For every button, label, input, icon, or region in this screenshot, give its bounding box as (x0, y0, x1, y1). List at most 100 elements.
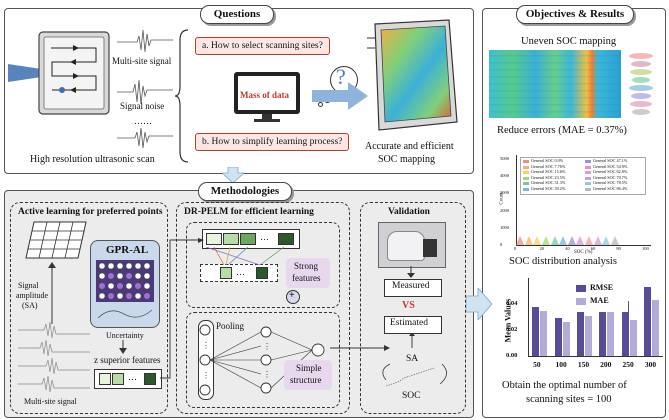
distribution-legend-box (520, 157, 646, 195)
dist-y-tick-1000: 1000 (500, 224, 509, 230)
strong-features-chip (286, 258, 330, 288)
signal-axis-label-1: Signal (18, 281, 39, 290)
dist-peak (559, 236, 568, 245)
signal-waveforms (117, 29, 173, 149)
dist-legend-label: General SOC 70.7% (593, 174, 628, 180)
x-tick-300: 300 (644, 360, 657, 369)
monitor-icon (234, 72, 304, 122)
bar-rmse-50 (532, 306, 540, 356)
y-tick-0.00: 0.00 (506, 352, 518, 359)
dist-legend-swatch (585, 176, 591, 180)
dist-peak (576, 236, 585, 245)
dist-legend-swatch (523, 182, 529, 185)
drpelm-cell-4 (278, 233, 294, 245)
drpelm-cell-1 (206, 233, 222, 245)
legend-mae-swatch (576, 298, 586, 305)
dist-y-tick-3000: 3000 (500, 190, 509, 196)
y-tick-0.04: 0.04 (506, 300, 518, 307)
sa-soc-cycle (382, 334, 447, 387)
dist-legend-swatch (585, 182, 591, 185)
dist-legend-swatch (585, 160, 591, 163)
distribution-plot (516, 155, 651, 246)
dist-legend-swatch (523, 160, 529, 163)
photo-to-measured-arrow (407, 266, 415, 278)
uneven-label: Uneven SOC mapping (521, 36, 617, 47)
result-caption-1: Accurate and efficient (365, 141, 454, 152)
question-mark: ? (336, 64, 346, 89)
dist-y-tick-0: 0 (500, 242, 503, 247)
dist-legend-label: General SOC 86.4% (593, 185, 628, 191)
dist-legend-swatch (585, 165, 591, 169)
dist-x-tick-0: 0 (514, 246, 517, 251)
mean-values-chart (528, 278, 666, 358)
dist-peak (585, 236, 594, 245)
question-brace (174, 29, 189, 163)
distribution-xlabel: SOC (%) (574, 250, 593, 255)
multi-site-signal-label: Multi-site signal (112, 56, 172, 66)
bar-mae-200 (607, 309, 615, 356)
estimated-label: Estimated (390, 318, 428, 328)
down-arrow (222, 167, 244, 183)
drpelm-box (176, 202, 350, 414)
bar-rmse-300 (643, 287, 651, 356)
measured-box (384, 279, 442, 297)
dist-y-tick-5000: 5000 (500, 156, 509, 161)
bubble-dot-2 (318, 102, 323, 107)
bar-mae-250 (629, 319, 637, 356)
signal-axis-label-2: amplitude (16, 291, 48, 300)
strong-features-box (186, 222, 340, 308)
measured-label: Measured (392, 281, 430, 291)
dist-legend-swatch (523, 176, 529, 180)
dist-x-tick-40: 40 (565, 246, 570, 251)
dist-legend-label: General SOC 62.8% (593, 169, 628, 174)
scan-caption: High resolution ultrasonic scan (30, 154, 155, 165)
dist-peak (524, 236, 533, 245)
drpelm-dots-2: … (236, 267, 245, 277)
dist-peak (602, 236, 611, 245)
bar-layer (529, 278, 663, 356)
questions-header: Questions (200, 5, 274, 24)
sa-label: SA (406, 354, 419, 364)
dist-y-tick-4000: 4000 (500, 173, 509, 179)
drpelm-cell-2 (223, 233, 239, 245)
dist-legend-swatch (523, 165, 529, 169)
x-tick-100: 100 (555, 360, 567, 369)
bar-mae-100 (562, 322, 570, 356)
dist-legend-label: General SOC 23.5% (531, 174, 566, 180)
svg-text:⋮: ⋮ (263, 342, 271, 351)
signal-axis-arrow (48, 262, 56, 324)
dist-legend-label: General SOC 78.5% (593, 180, 628, 185)
result-arrow (466, 288, 492, 320)
dist-legend-label: General SOC 0.0% (531, 158, 564, 163)
drpelm-dots-1: … (260, 232, 269, 242)
chart-ylabel: Mean Values (503, 298, 513, 343)
dist-legend-label: General SOC 47.1% (593, 158, 628, 163)
y-tick-0.02: 0.02 (506, 326, 518, 333)
simple-structure-chip (284, 360, 332, 390)
active-learning-title: Active learning for preferred points (18, 207, 163, 217)
validation-title: Validation (388, 207, 430, 217)
heatmap-violins (621, 50, 661, 118)
simple-label-2: structure (290, 375, 322, 385)
dist-x-tick-20: 20 (539, 246, 545, 251)
x-tick-250: 250 (622, 360, 634, 369)
dist-legend-swatch (523, 187, 529, 191)
connector-al-to-drpelm (160, 238, 204, 379)
feature-cell-2 (112, 373, 124, 385)
gpr-site-matrix (96, 260, 154, 302)
x-tick-50: 50 (533, 360, 541, 369)
battery-cell-diagram (36, 30, 112, 118)
dist-legend-label: General SOC 54.9% (593, 163, 628, 169)
feature-cell-3 (144, 373, 156, 385)
network-box (186, 312, 340, 408)
strong-label-1: Strong (294, 261, 319, 271)
uncertainty-curve (97, 309, 153, 319)
uncertainty-label: Uncertainty (106, 331, 144, 340)
dist-legend-swatch (585, 171, 591, 174)
feature-cell-1 (99, 373, 111, 385)
dist-y-tick-2000: 2000 (500, 207, 509, 213)
network-graph: ⋮ ⋮ ⋮ ⋮ (199, 324, 325, 396)
multisite-label: Multi-site signal (24, 397, 77, 406)
objectives-header: Objectives & Results (516, 5, 634, 24)
dist-x-tick-60: 60 (590, 246, 596, 251)
